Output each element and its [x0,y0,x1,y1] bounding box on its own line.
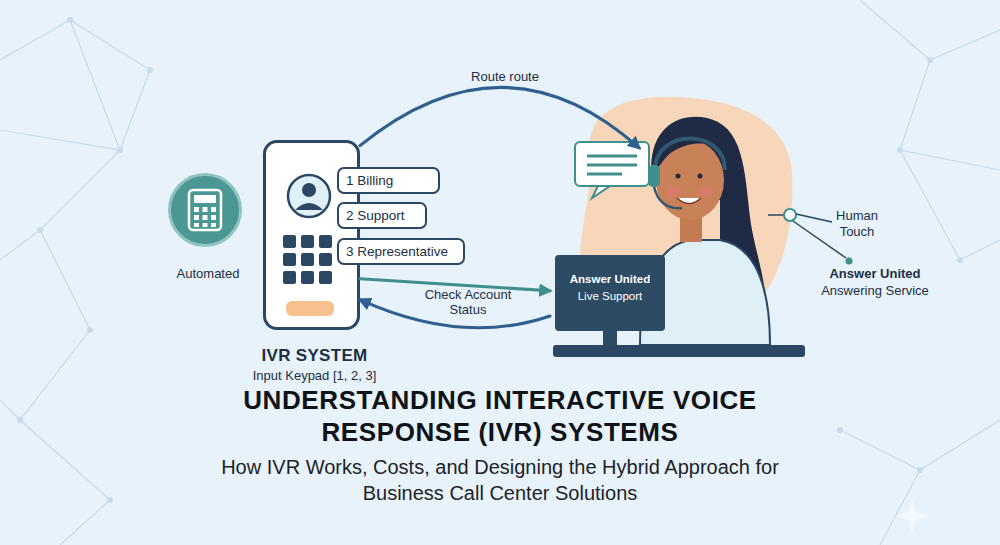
node-text: 2 Support [346,208,405,223]
chat-tail [592,186,610,198]
diagram-title: UNDERSTANDING INTERACTIVE VOICE RESPONSE… [190,384,810,448]
headset-mic [654,187,682,208]
monitor-heading: Answer United [555,273,665,285]
menu-bubble: 3 Representative [337,238,465,265]
eye [698,174,703,179]
monitor-text: Live Support [555,290,665,302]
chat-bubble [575,142,649,186]
automated-icon: Automated [168,173,242,247]
icon-label: Automated [138,266,278,281]
desk [553,345,805,357]
side-label: Answer United [815,266,935,282]
phone-keypad [283,235,332,284]
menu-bubble: 1 Billing [337,167,440,194]
node-subtext: Input Keypad [1, 2, 3] [206,368,423,383]
edge-label: Check Account Status [412,288,524,318]
live-agent: Answer UnitedLive Support [550,148,805,358]
chat-lines [587,156,637,174]
side-label: Answering Service [815,283,935,299]
phone-button [286,301,334,316]
flow-arrow [360,87,639,148]
ivr-phone: IVR SYSTEMInput Keypad [1, 2, 3]1 Billin… [263,140,360,330]
cheek [699,187,713,197]
node-heading: IVR SYSTEM [206,346,423,366]
agent-fringe [656,137,724,170]
cheek [666,187,680,197]
node-text: 3 Representative [346,244,448,259]
monitor [555,255,665,331]
calculator-icon [189,190,221,230]
phone-avatar [288,175,330,217]
monitor-stand [603,331,617,347]
smile [677,198,701,204]
menu-bubble: 2 Support [337,202,427,229]
node-text: 1 Billing [346,173,393,188]
eye [676,174,681,179]
side-label: Human Touch [822,208,892,239]
sparkle [896,500,928,532]
headset-band [655,139,725,171]
network-dots [17,17,963,503]
diagram-caption: How IVR Works, Costs, and Designing the … [212,454,788,506]
edge-label: Route route [450,70,560,85]
